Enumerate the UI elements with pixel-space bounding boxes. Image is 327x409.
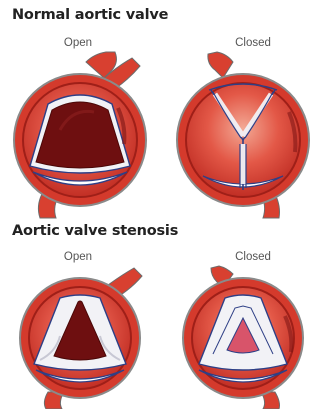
normal-valve-closed-illustration [163,48,323,218]
coronary-artery [208,52,233,78]
section-title: Normal aortic valve [12,7,168,23]
normal-valve-open-illustration [0,48,160,218]
stenosis-valve-closed-illustration [163,262,323,409]
stenosis-valve-open-illustration [0,262,160,409]
section-title: Aortic valve stenosis [12,223,178,239]
